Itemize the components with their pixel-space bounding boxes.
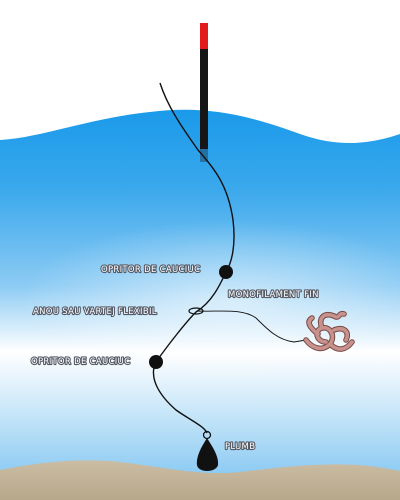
float-icon xyxy=(200,23,208,162)
lower-stopper-bead xyxy=(149,355,163,369)
main-line xyxy=(152,82,235,434)
lead-weight-icon xyxy=(196,430,219,471)
seabed xyxy=(0,460,400,500)
upper-stopper-bead xyxy=(219,265,233,279)
label-weight: PLUMB xyxy=(225,442,255,452)
leader-line xyxy=(196,310,307,343)
label-upper-stopper: OPRITOR DE CAUCIUC xyxy=(101,265,200,275)
label-lower-stopper: OPRITOR DE CAUCIUC xyxy=(31,357,130,367)
worm-bait-icon xyxy=(303,310,355,352)
swivel-icon xyxy=(188,307,204,315)
label-leader: MONOFILAMENT FIN xyxy=(228,290,319,300)
label-swivel: ANOU SAU VARTEJ FLEXIBIL xyxy=(33,307,157,317)
